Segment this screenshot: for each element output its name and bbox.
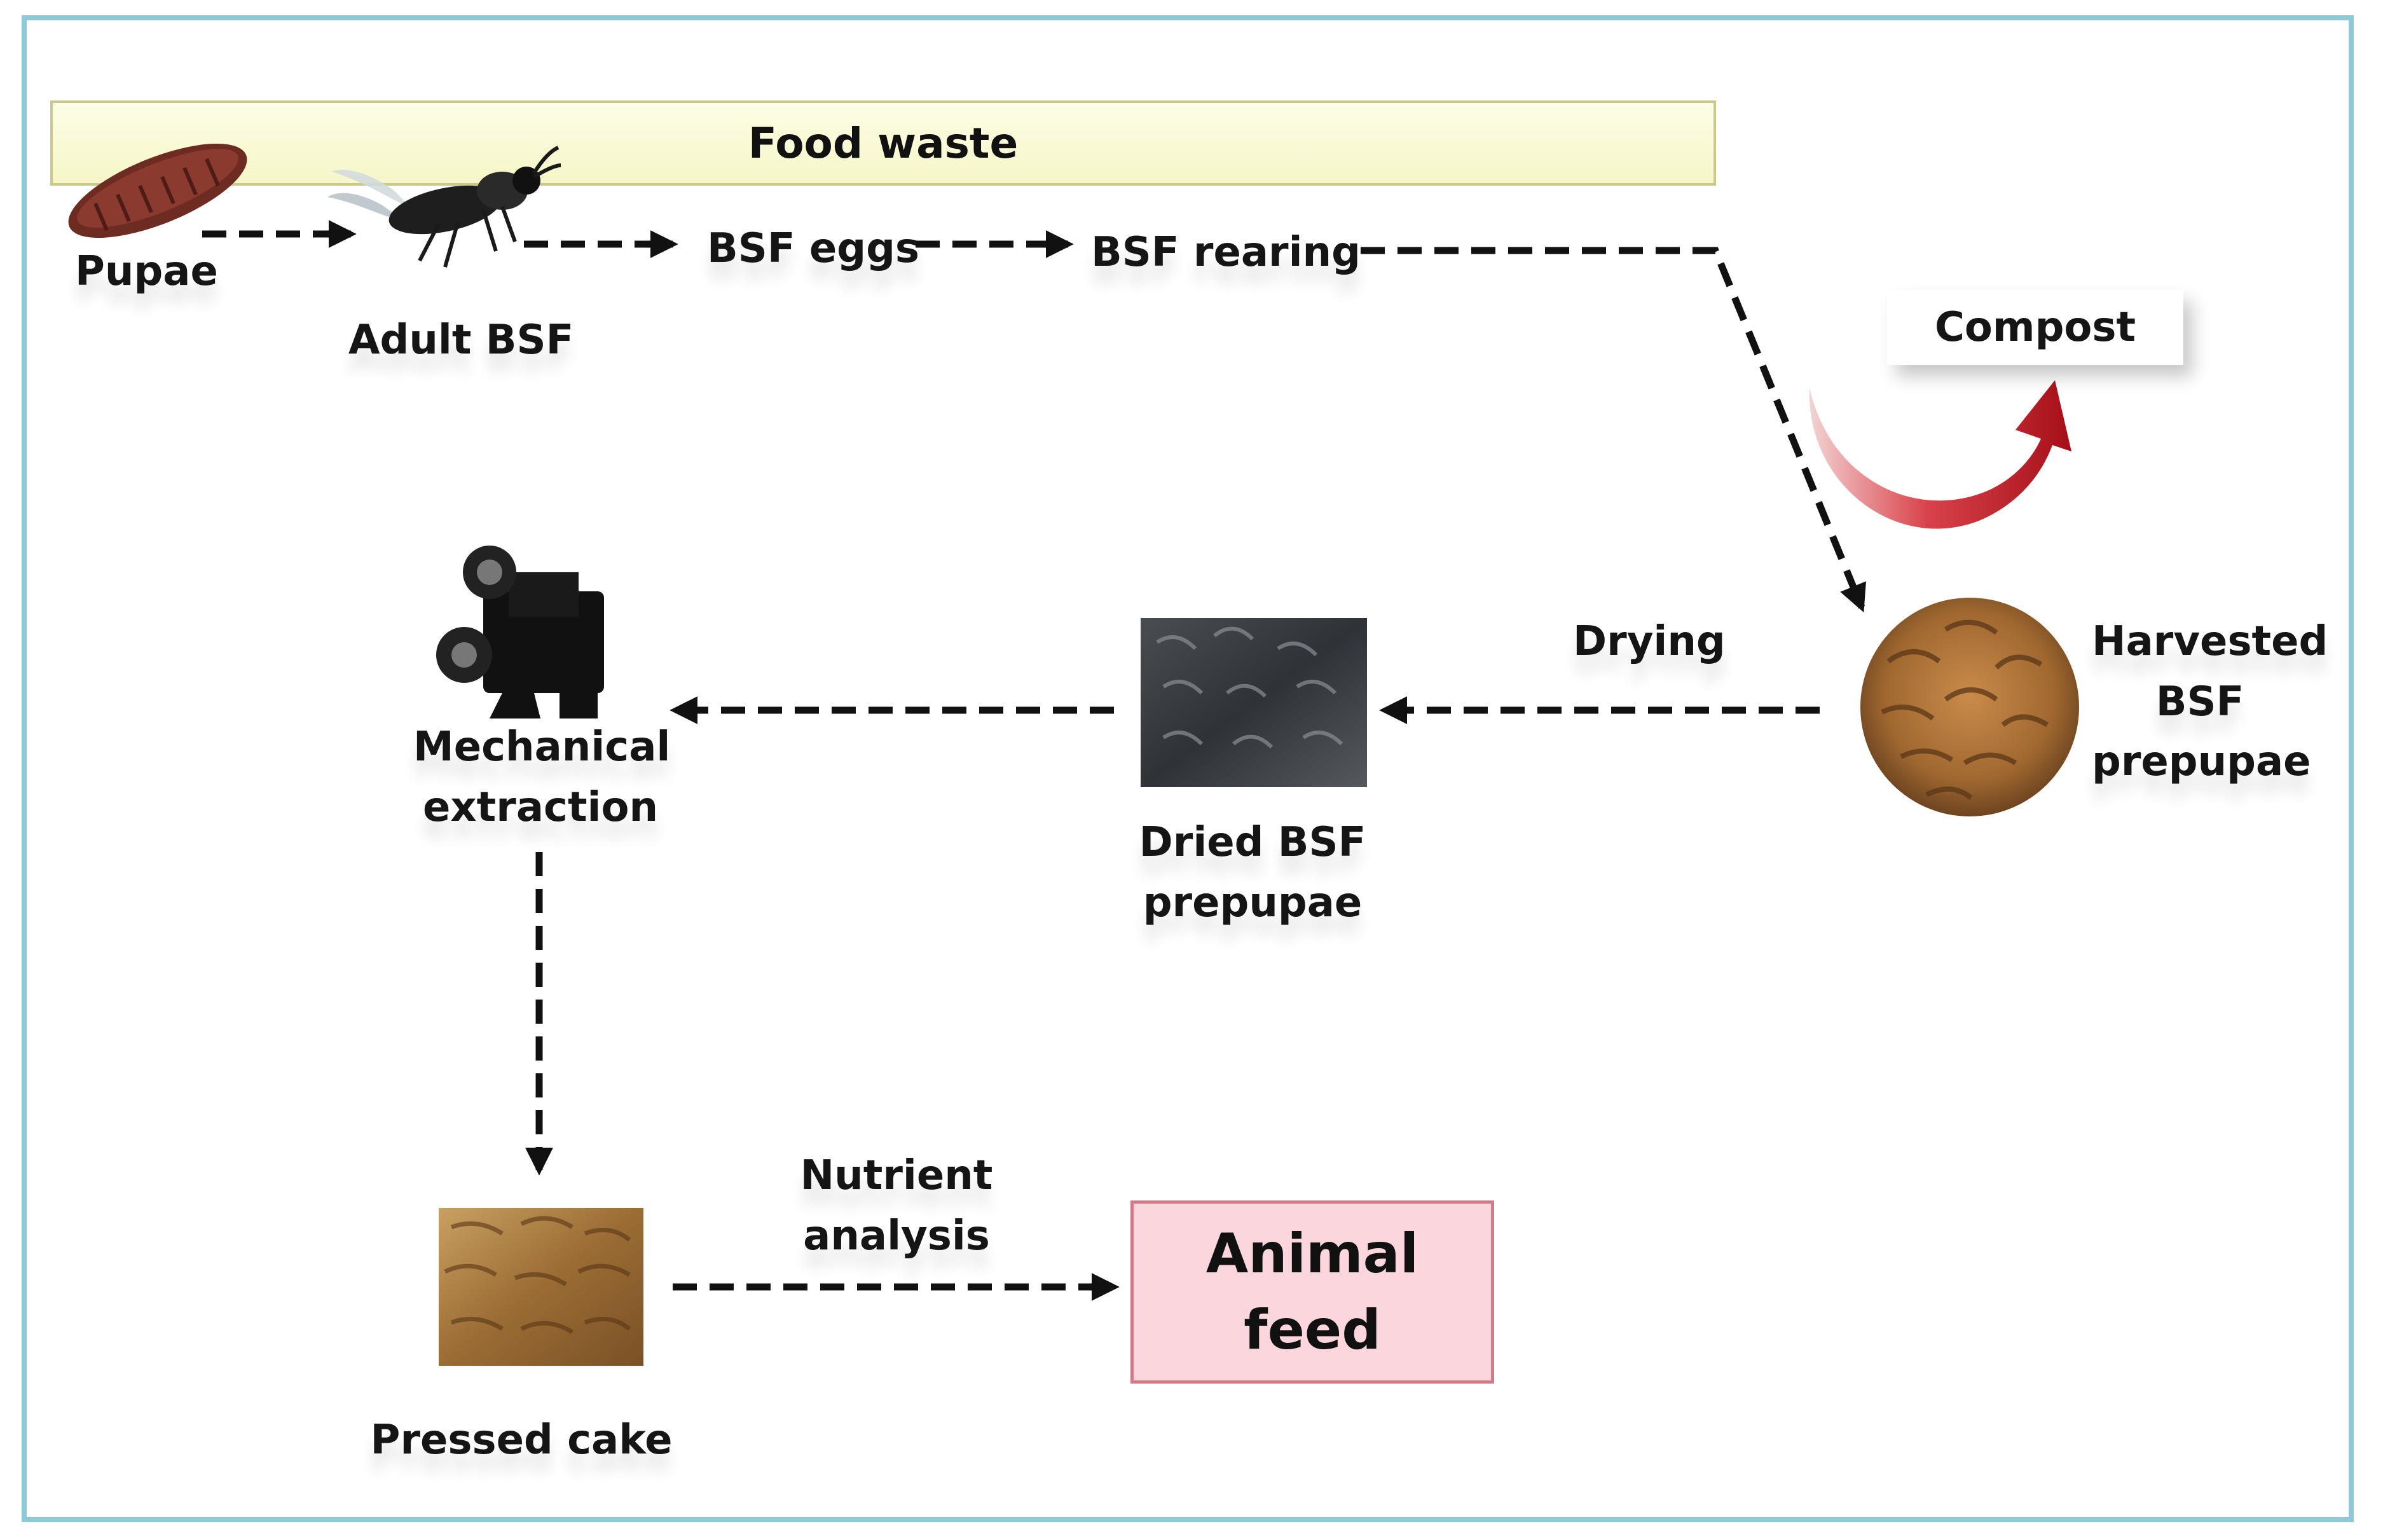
mechanical-extraction-label: Mechanical extraction — [413, 724, 671, 831]
food-waste-banner: Food waste — [50, 100, 1716, 186]
bsf-rearing-label: BSF rearing — [1091, 229, 1361, 276]
harvested-prepupae-label: Harvested BSF prepupae — [2092, 618, 2328, 786]
compost-label: Compost — [1934, 304, 2136, 351]
pupa-icon — [68, 143, 247, 238]
dried-larvae-icon — [1141, 618, 1367, 787]
arrow-rearing-to-harvest — [1361, 247, 1867, 613]
animal-feed-label: Animal feed — [1205, 1221, 1419, 1362]
connectors — [202, 220, 1867, 1301]
adult-bsf-label: Adult BSF — [348, 317, 574, 364]
drying-label: Drying — [1573, 618, 1726, 665]
pressed-cake-label: Pressed cake — [370, 1417, 673, 1464]
compost-box: Compost — [1887, 290, 2183, 365]
bsf-eggs-label: BSF eggs — [707, 225, 919, 272]
pressed-cake-icon — [439, 1208, 643, 1366]
food-waste-label: Food waste — [748, 118, 1019, 168]
pupae-label: Pupae — [75, 248, 218, 295]
compost-arrow-icon — [1809, 380, 2071, 529]
dried-prepupae-label: Dried BSF prepupae — [1139, 819, 1366, 926]
extraction-machine-icon — [436, 546, 604, 718]
nutrient-analysis-label: Nutrient analysis — [800, 1152, 993, 1260]
animal-feed-box: Animal feed — [1130, 1200, 1494, 1384]
adult-fly-icon — [327, 146, 561, 268]
larvae-pile-icon — [1860, 598, 2079, 816]
